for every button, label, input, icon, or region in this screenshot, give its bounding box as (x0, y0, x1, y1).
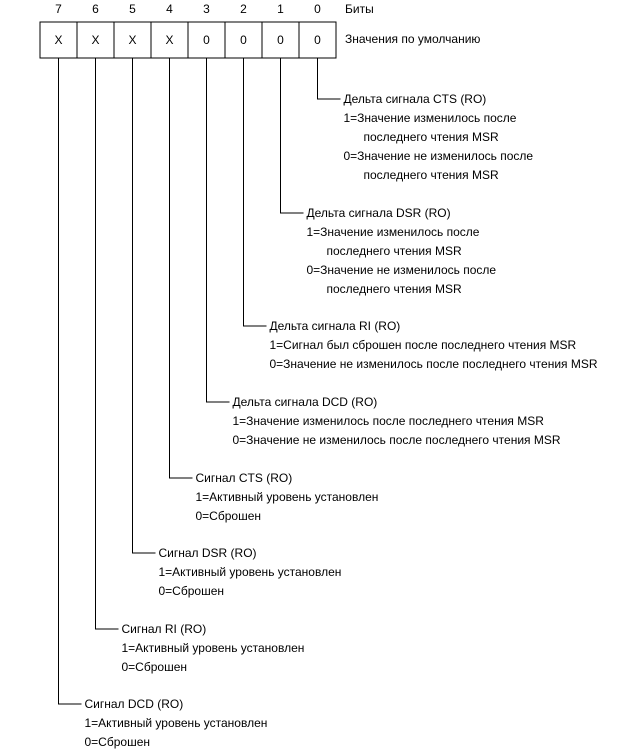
connector-line (132, 58, 156, 554)
field-bit-4: Сигнал CTS (RO) 1=Активный уровень устано… (169, 58, 379, 523)
bit-number-0: 0 (314, 2, 321, 16)
bit-number-3: 3 (203, 2, 210, 16)
connector-line (95, 58, 119, 630)
bit-default-0: 0 (314, 33, 321, 47)
bit-number-7: 7 (55, 2, 62, 16)
field-bit-5: Сигнал DSR (RO) 1=Активный уровень устано… (132, 58, 342, 598)
bit-cells: 7X 6X 5X 4X 3 0 2 0 1 0 0 0 (39, 2, 337, 59)
bit-default-4: X (165, 33, 173, 47)
bit-cell-7 (39, 21, 78, 59)
field-bit-1: Дельта сигнала DSR (RO) 1=Значение измени… (280, 58, 497, 296)
field-descriptions: Дельта сигнала CTS (RO) 1=Значение измени… (58, 58, 598, 749)
field-bit-0: Дельта сигнала CTS (RO) 1=Значение измени… (317, 58, 534, 182)
connector-line (317, 58, 341, 100)
field-title: Дельта сигнала RI (RO) (270, 319, 401, 333)
field-description-line: 0=Значение не изменилось после (307, 263, 497, 277)
bit-number-6: 6 (92, 2, 99, 16)
field-title: Сигнал DCD (RO) (85, 697, 184, 711)
field-description-line: 0=Сброшен (122, 660, 188, 674)
field-title: Сигнал RI (RO) (122, 622, 207, 636)
field-bit-6: Сигнал RI (RO) 1=Активный уровень установ… (95, 58, 305, 674)
field-title: Дельта сигнала CTS (RO) (344, 92, 487, 106)
field-description-line: последнего чтения MSR (327, 244, 462, 258)
field-bit-7: Сигнал DCD (RO) 1=Активный уровень устано… (58, 58, 268, 749)
bit-number-4: 4 (166, 2, 173, 16)
connector-line (280, 58, 304, 214)
field-description-line: 0=Значение не изменилось после (344, 149, 534, 163)
field-description-line: 1=Активный уровень установлен (159, 565, 342, 579)
bit-cell-2 (224, 21, 263, 59)
field-description-line: последнего чтения MSR (364, 130, 499, 144)
field-title: Дельта сигнала DCD (RO) (233, 395, 378, 409)
bit-default-5: X (128, 33, 136, 47)
bit-default-1: 0 (277, 33, 284, 47)
field-title: Дельта сигнала DSR (RO) (307, 206, 451, 220)
bit-default-3: 0 (203, 33, 210, 47)
field-description-line: 0=Значение не изменилось после последнег… (233, 433, 561, 447)
field-description-line: 0=Значение не изменилось после последнег… (270, 357, 598, 371)
connector-line (243, 58, 267, 327)
field-title: Сигнал CTS (RO) (196, 471, 293, 485)
field-description-line: последнего чтения MSR (327, 282, 462, 296)
field-bit-3: Дельта сигнала DCD (RO) 1=Значение измени… (206, 58, 561, 447)
field-bit-2: Дельта сигнала RI (RO) 1=Сигнал был сброш… (243, 58, 598, 371)
field-description-line: 1=Активный уровень установлен (122, 641, 305, 655)
field-description-line: 1=Сигнал был сброшен после последнего чт… (270, 338, 577, 352)
connector-line (58, 58, 82, 705)
bit-number-1: 1 (277, 2, 284, 16)
field-description-line: 1=Значение изменилось после (344, 111, 517, 125)
bit-cell-0 (298, 21, 337, 59)
bit-default-6: X (91, 33, 99, 47)
bit-default-2: 0 (240, 33, 247, 47)
field-description-line: 1=Значение изменилось после последнего ч… (233, 414, 545, 428)
field-description-line: 1=Активный уровень установлен (85, 716, 268, 730)
connector-line (206, 58, 230, 403)
bit-cell-6 (76, 21, 115, 59)
bit-default-7: X (54, 33, 62, 47)
bits-label: Биты (345, 2, 374, 16)
connector-line (169, 58, 193, 479)
defaults-label: Значения по умолчанию (345, 32, 480, 46)
bit-number-2: 2 (240, 2, 247, 16)
field-description-line: 0=Сброшен (196, 509, 262, 523)
field-description-line: 1=Значение изменилось после (307, 225, 480, 239)
bit-number-5: 5 (129, 2, 136, 16)
field-description-line: 1=Активный уровень установлен (196, 490, 379, 504)
field-description-line: 0=Сброшен (85, 735, 151, 749)
field-description-line: последнего чтения MSR (364, 168, 499, 182)
field-description-line: 0=Сброшен (159, 584, 225, 598)
field-title: Сигнал DSR (RO) (159, 546, 257, 560)
